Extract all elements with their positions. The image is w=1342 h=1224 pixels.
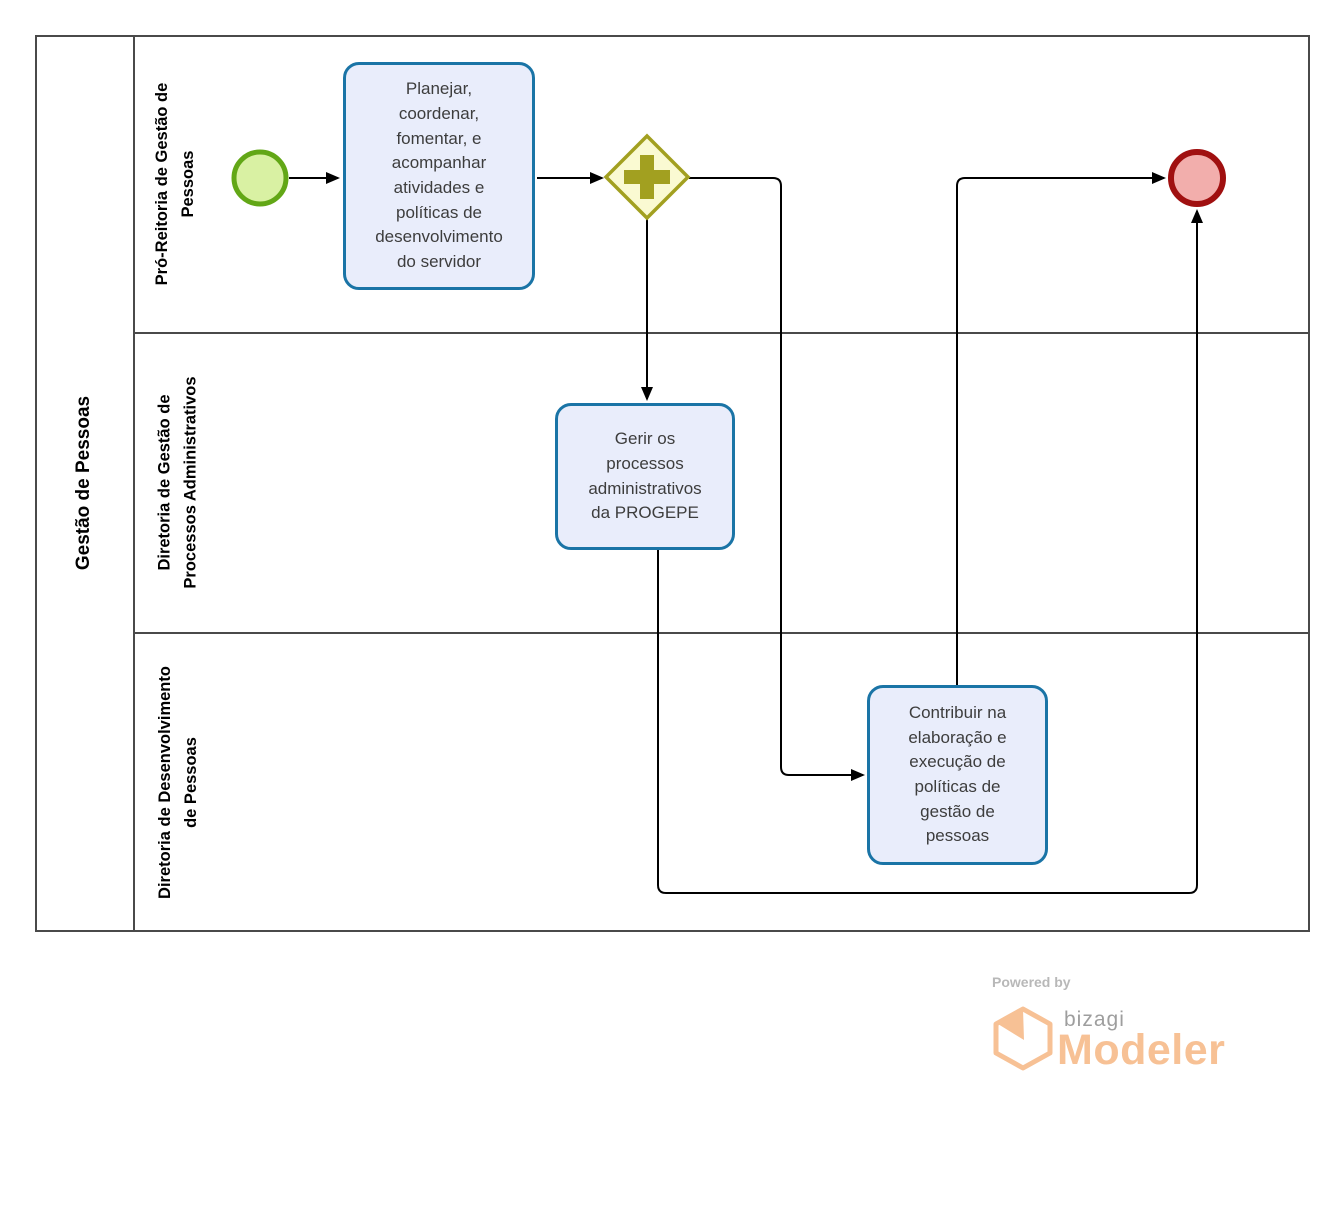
task-planejar-label: Planejar, coordenar, fomentar, e acompan… <box>375 79 503 272</box>
bizagi-wordmark: bizagi <box>1064 1008 1125 1031</box>
task-contribuir-label: Contribuir na elaboração e execução de p… <box>908 702 1007 846</box>
powered-by-label: Powered by <box>992 974 1071 990</box>
flow-gateway-to-contribuir <box>689 177 865 781</box>
end-event-icon[interactable] <box>1168 149 1226 207</box>
start-event-icon[interactable] <box>231 149 289 207</box>
pool-header-divider <box>133 35 135 932</box>
plus-icon <box>624 155 670 199</box>
parallel-gateway[interactable] <box>603 133 691 221</box>
modeler-wordmark: Modeler <box>1057 1026 1226 1074</box>
task-gerir-label: Gerir os processos administrativos da PR… <box>588 429 702 523</box>
task-contribuir[interactable]: Contribuir na elaboração e execução de p… <box>867 685 1048 865</box>
flow-contribuir-to-end <box>956 172 1166 685</box>
flow-gerir-to-end <box>657 209 1203 894</box>
lane-divider-2 <box>133 632 1310 634</box>
pool-gestao-de-pessoas <box>35 35 1310 932</box>
bizagi-hexagon-icon <box>993 1006 1053 1071</box>
lane-divider-1 <box>133 332 1310 334</box>
task-gerir[interactable]: Gerir os processos administrativos da PR… <box>555 403 735 550</box>
task-planejar[interactable]: Planejar, coordenar, fomentar, e acompan… <box>343 62 535 290</box>
